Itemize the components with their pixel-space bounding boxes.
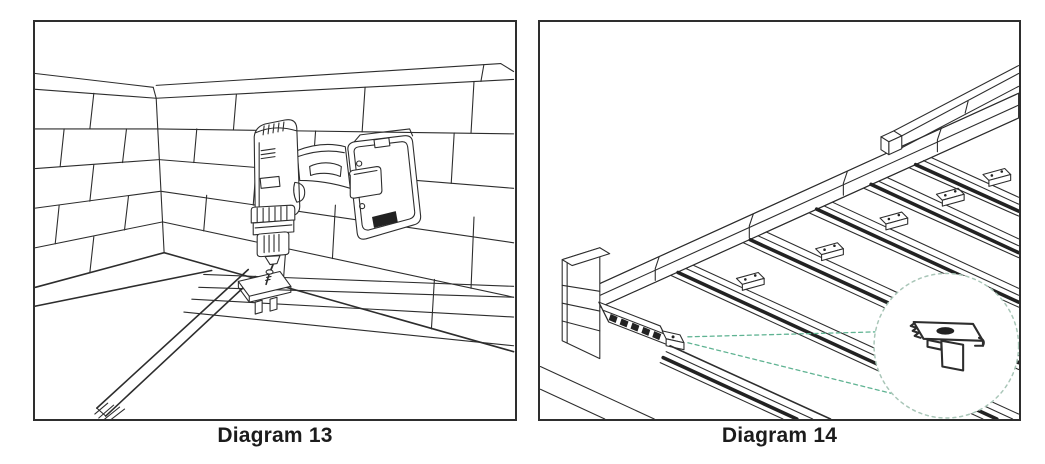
drill-body [253,119,301,219]
brick-wall-corner [35,63,515,353]
deck-joist [94,268,256,419]
joist-clip [879,211,909,231]
battery-latch [349,165,383,199]
brick-wall-block [561,247,611,360]
leader-dashed-lines [687,331,892,394]
starter-clip-highlighted [659,330,832,419]
joist-clip [735,271,765,291]
drill-trigger [293,181,306,203]
drill-battery [347,128,422,240]
starter-clip-detail-icon [909,320,985,372]
diagram-14-caption: Diagram 14 [721,424,838,447]
cordless-drill [250,119,422,271]
diagram-14-panel: Diagram 14 [538,20,1021,447]
grooved-deck-board [598,301,671,347]
joist-end-hatch [94,402,126,419]
diagram-13-illustration [35,63,515,419]
starter-clip [237,270,292,315]
detail-circle [873,272,1019,419]
drill-chuck [250,204,296,271]
wall-beam-upper-course [880,65,1019,156]
diagram-13-frame [33,20,517,421]
joist-clip [935,187,965,207]
diagram-13-panel: Diagram 13 [33,20,517,447]
drill-handle [296,143,351,189]
battery-stripe [372,211,398,228]
joist-clip [982,167,1012,187]
diagram-14-frame [538,20,1021,421]
joist-clip [815,242,844,262]
screw [265,269,274,286]
diagram-14-illustration [540,65,1019,419]
diagram-13-caption: Diagram 13 [217,424,333,447]
